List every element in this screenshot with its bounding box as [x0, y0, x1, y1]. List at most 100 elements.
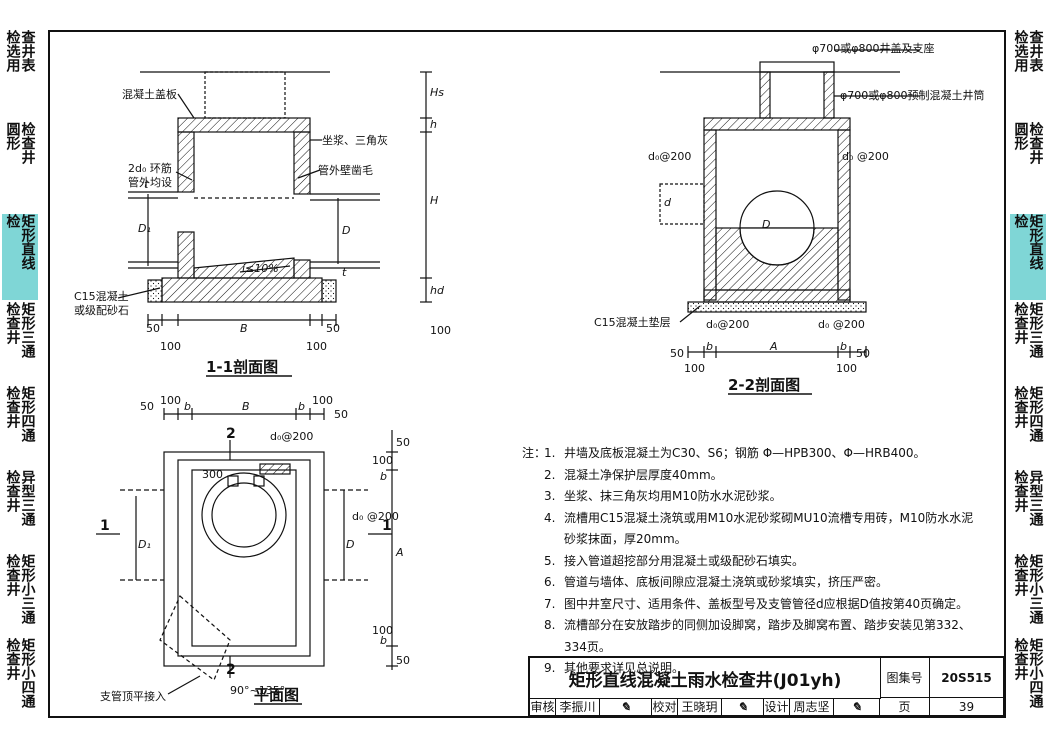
title-section-2-2: 2-2剖面图: [728, 376, 800, 394]
label-B: B: [240, 322, 248, 335]
label-hd: hd: [430, 284, 445, 297]
label-plan-vb1: b: [380, 470, 387, 483]
label-100-right-b: 100: [306, 340, 327, 353]
reviewer-signature: ✎: [600, 698, 652, 716]
note-number: 7.: [544, 596, 556, 611]
tab-left-small-tee[interactable]: 检查井 矩形小三通: [2, 554, 38, 634]
drawing-frame: [48, 30, 1006, 718]
label-Hs: Hs: [430, 86, 444, 99]
tab-text: 检查井: [4, 386, 21, 428]
label-plan-A: A: [395, 546, 404, 559]
tab-left-rect-tee[interactable]: 检查井 矩形三通: [2, 302, 38, 382]
reviewer-name: 李振川: [556, 698, 600, 716]
note-number: 6.: [544, 575, 556, 589]
label-h: h: [430, 118, 437, 131]
title-block: 矩形直线混凝土雨水检查井(J01yh) 图集号 20S515 审核 李振川 ✎ …: [528, 656, 1004, 716]
tab-text: 矩形三通: [19, 302, 36, 358]
tab-text: 检查井: [1012, 638, 1029, 680]
label-t2: t: [342, 266, 347, 279]
tab-text: 检查井: [4, 470, 21, 512]
label-plan-v100b: 100: [372, 624, 393, 637]
label-plan-50-right: 50: [334, 408, 348, 421]
tab-right-rect-straight[interactable]: 检 矩形直线: [1010, 214, 1046, 300]
left-tab-strip: 检选用 查井表 圆形 检查井 检 矩形直线 检查井 矩形三通 检查井 矩形四通 …: [0, 30, 40, 720]
note-text: 管道与墙体、底板间隙应混凝土浇筑或砂浆填实，挤压严密。: [564, 575, 889, 589]
label-plan-100: 100: [160, 394, 181, 407]
tab-text: 矩形三通: [1027, 302, 1044, 358]
tab-right-round[interactable]: 圆形 检查井: [1010, 122, 1046, 212]
label-ring-bar-2: 管外均设: [128, 175, 172, 189]
note-row: 9.其他要求详见总说明。: [522, 658, 982, 680]
section-2-2: [659, 49, 920, 358]
review-label: 审核: [530, 698, 556, 716]
label-plan-angle: 90°~135°: [230, 684, 285, 697]
tab-text: 圆形: [4, 122, 21, 150]
label-D-circle: D: [762, 218, 770, 231]
label-bar-bottom-right: d₀ @200: [818, 318, 865, 331]
tab-text: 矩形四通: [19, 386, 36, 442]
tab-text: 矩形小四通: [19, 638, 36, 708]
tab-right-special-tee[interactable]: 检查井 异型三通: [1010, 470, 1046, 550]
label-ring-bar: 2d₀ 环筋: [128, 161, 172, 175]
tab-text: 矩形小四通: [1027, 638, 1044, 708]
tab-right-rect-cross[interactable]: 检查井 矩形四通: [1010, 386, 1046, 466]
notes-prefix: 注：: [522, 446, 547, 460]
label-plan-branch: 支管顶平接入: [100, 689, 166, 703]
note-text: 图中井室尺寸、适用条件、盖板型号及支管管径d应根据D值按第40页确定。: [564, 596, 969, 611]
tab-left-rect-straight[interactable]: 检 矩形直线: [2, 214, 38, 300]
tab-left-small-cross[interactable]: 检查井 矩形小四通: [2, 638, 38, 720]
note-number: 8.: [544, 618, 556, 632]
label-dim-100a: 100: [684, 362, 705, 375]
label-bar-left: d₀@200: [648, 150, 691, 163]
tab-left-special-tee[interactable]: 检查井 异型三通: [2, 470, 38, 550]
tab-text: 矩形四通: [1027, 386, 1044, 442]
tab-right-small-tee[interactable]: 检查井 矩形小三通: [1010, 554, 1046, 634]
note-row: 4.流槽用C15混凝土浇筑或用M10水泥砂浆砌MU10流槽专用砖，M10防水水泥…: [522, 508, 982, 551]
note-row: 3.坐浆、抹三角灰均用M10防水水泥砂浆。: [522, 486, 982, 508]
label-plan-b1: b: [184, 400, 191, 413]
design-label: 设计: [764, 698, 790, 716]
tab-text: 检查井: [1012, 386, 1029, 428]
tab-left-rect-cross[interactable]: 检查井 矩形四通: [2, 386, 38, 466]
tab-text: 圆形: [1012, 122, 1029, 150]
tab-right-small-cross[interactable]: 检查井 矩形小四通: [1010, 638, 1046, 720]
tab-left-selection[interactable]: 检选用 查井表: [2, 30, 38, 120]
checker-name: 王晓玥: [678, 698, 722, 716]
label-plan-D: D: [346, 538, 354, 551]
tab-text: 异型三通: [1027, 470, 1044, 526]
label-dim-b2: b: [840, 340, 847, 353]
label-100-right: 100: [430, 324, 451, 337]
atlas-label: 图集号: [880, 658, 930, 698]
label-slope: i≤10%: [242, 262, 279, 275]
note-text: 坐浆、抹三角灰均用M10防水水泥砂浆。: [564, 489, 782, 503]
label-plan-50: 50: [140, 400, 154, 413]
label-50-left: 50: [146, 322, 160, 335]
tab-right-selection[interactable]: 检选用 查井表: [1010, 30, 1046, 120]
note-row: 注：1.井墙及底板混凝土为C30、S6；钢筋 Φ—HPB300、Φ—HRB400…: [522, 443, 982, 465]
tab-right-rect-tee[interactable]: 检查井 矩形三通: [1010, 302, 1046, 382]
label-plan-300: 300: [202, 468, 223, 481]
note-row: 7. 图中井室尺寸、适用条件、盖板型号及支管管径d应根据D值按第40页确定。: [522, 594, 982, 616]
right-tab-strip: 检选用 查井表 圆形 检查井 检 矩形直线 检查井 矩形三通 检查井 矩形四通 …: [1008, 30, 1048, 720]
label-bar-bottom-left: d₀@200: [706, 318, 749, 331]
tab-text: 检查井: [1012, 470, 1029, 512]
label-dim-50b: 50: [856, 347, 870, 360]
label-D1: D₁: [138, 222, 151, 235]
label-plan-v50a: 50: [396, 436, 410, 449]
tab-text: 矩形小三通: [19, 554, 36, 624]
tab-text: 检查井: [1012, 554, 1029, 596]
tab-left-round[interactable]: 圆形 检查井: [2, 122, 38, 212]
label-D: D: [342, 224, 350, 237]
note-number: 5.: [544, 553, 556, 568]
label-section-mark-2-bottom: 2: [226, 662, 236, 678]
section-1-1: [117, 71, 432, 326]
label-100-left: 100: [160, 340, 181, 353]
note-text: 井墙及底板混凝土为C30、S6；钢筋 Φ—HPB300、Φ—HRB400。: [564, 446, 926, 460]
title-plan: 平面图: [254, 686, 299, 704]
label-dim-50a: 50: [670, 347, 684, 360]
note-row: 8.流槽部分在安放踏步的同侧加设脚窝，踏步及脚窝布置、踏步安装见第332、334…: [522, 615, 982, 658]
designer-name: 周志坚: [790, 698, 834, 716]
tab-text: 检查井: [19, 122, 36, 164]
plan-labels: 50 100 b B b 100 50 2 2 d₀@200 300 d₀ @2…: [100, 394, 410, 704]
note-text: 混凝土净保护层厚度40mm。: [564, 467, 723, 482]
